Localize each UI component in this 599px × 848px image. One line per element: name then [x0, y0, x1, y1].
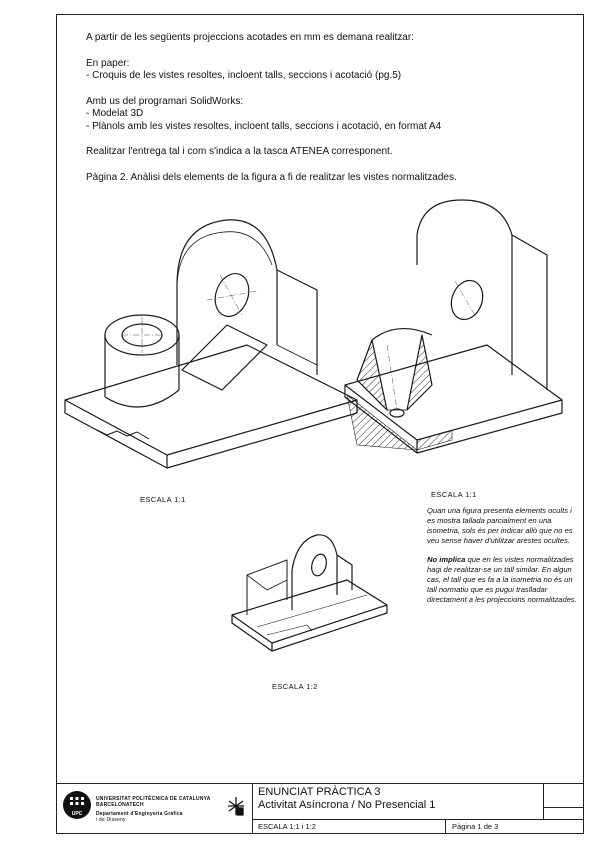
solidworks-item-model: - Modelat 3D: [86, 108, 144, 119]
title: ENUNCIAT PRÀCTICA 3 Activitat Asíncrona …: [258, 786, 435, 812]
scale-label-right: ESCALA 1:1: [431, 490, 477, 499]
solidworks-heading: Amb us del programari SolidWorks:: [86, 95, 244, 107]
university-name: UNIVERSITAT POLITÈCNICA DE CATALUNYA BAR…: [96, 796, 211, 823]
isometric-drawings: [64, 199, 563, 652]
title-block-scale: ESCALA 1:1 i 1:2: [258, 822, 316, 831]
assignment-intro: A partir de les següents projeccions aco…: [86, 32, 566, 184]
isometric-figure-small: [231, 534, 388, 652]
note-paragraph: Quan una figura presenta elements ocults…: [427, 506, 573, 545]
svg-text:UPC: UPC: [72, 811, 83, 817]
note-paragraph-2: No implica que en les vistes normalitzad…: [427, 555, 577, 605]
drawing-frame: [56, 14, 584, 834]
solidworks-item-drawings: - Plànols amb les vistes resoltes, inclo…: [86, 120, 442, 132]
department-logo-icon: [228, 797, 244, 816]
paper-item: - Croquis de les vistes resoltes, incloe…: [86, 70, 402, 81]
page-title: ENUNCIAT PRÀCTICA 3: [258, 786, 381, 798]
intro-line: A partir de les següents projeccions aco…: [86, 32, 414, 43]
section-note: Quan una figura presenta elements ocults…: [427, 506, 577, 605]
upc-logo-icon: UPC: [63, 791, 91, 819]
isometric-figure-section: [344, 199, 563, 454]
title-block: [56, 783, 584, 834]
page-note: Pàgina 2. Anàlisi dels elements de la fi…: [86, 171, 457, 183]
isometric-figure-full: [64, 219, 358, 469]
scale-label-small: ESCALA 1:2: [272, 682, 318, 691]
delivery-instructions: Realitzar l'entrega tal i com s'indica a…: [86, 146, 393, 157]
page-subtitle: Activitat Asíncrona / No Presencial 1: [258, 799, 436, 811]
page-number: Pàgina 1 de 3: [452, 822, 499, 831]
note-text: que en les vistes normalitzades hagi de …: [427, 555, 577, 604]
paper-heading: En paper:: [86, 57, 130, 69]
scale-label-left: ESCALA 1:1: [140, 495, 186, 504]
note-emphasis: No implica: [427, 555, 466, 564]
